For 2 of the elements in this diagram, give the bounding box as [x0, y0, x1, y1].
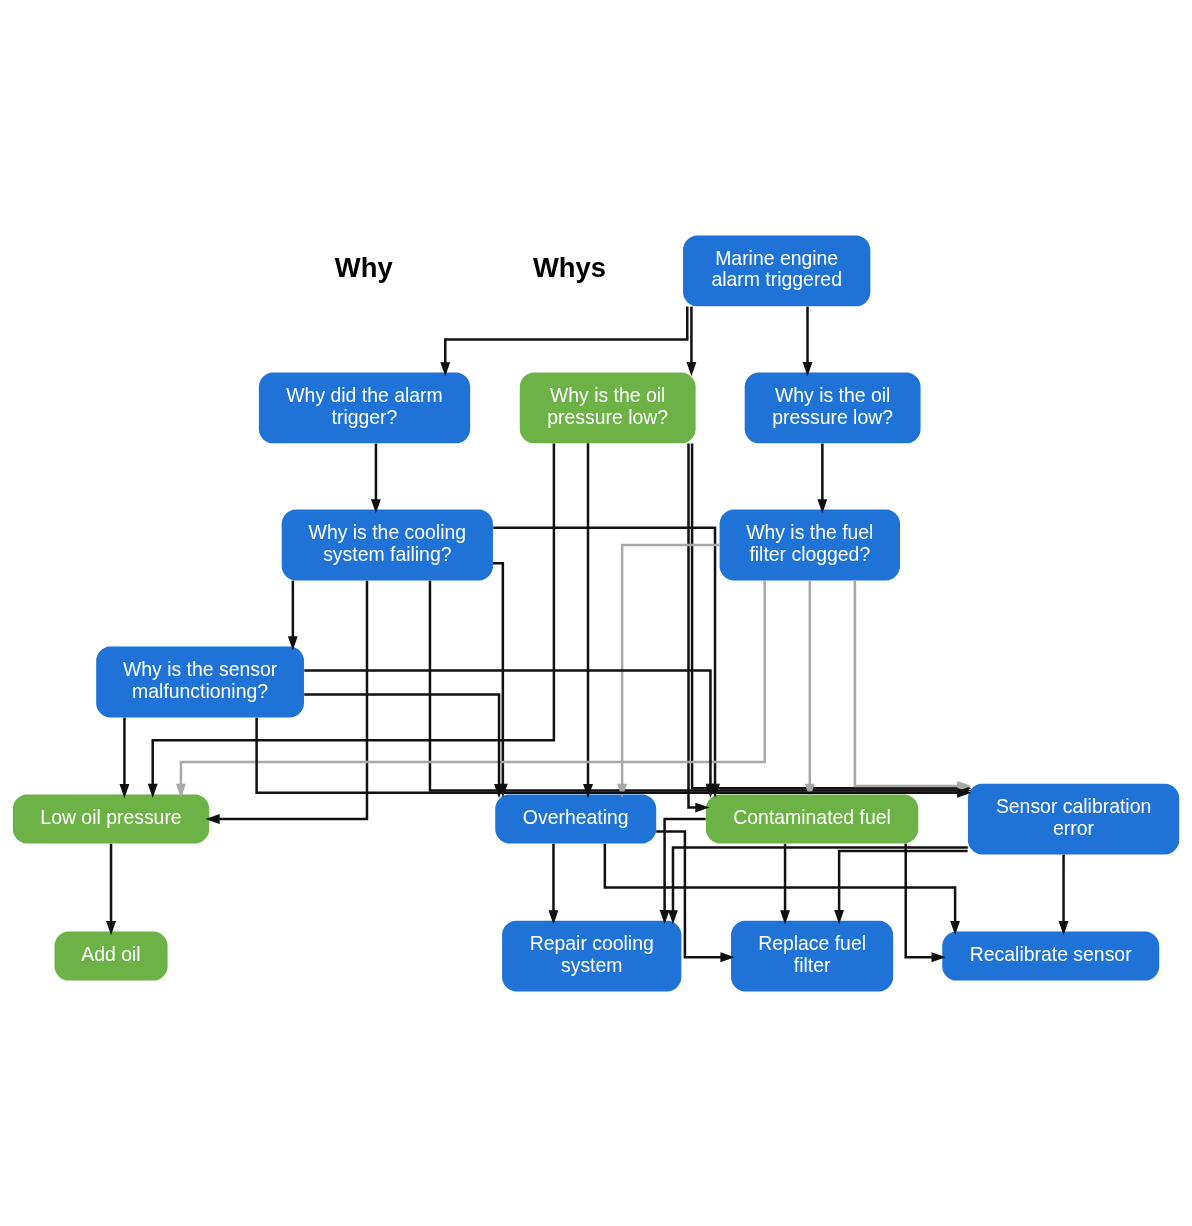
label: Whys	[532, 251, 606, 283]
label: Why	[334, 251, 393, 283]
